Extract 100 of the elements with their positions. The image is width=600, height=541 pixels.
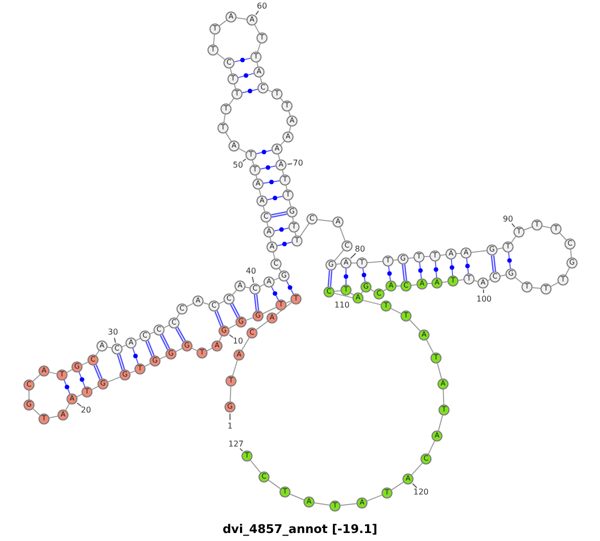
base-pair-line <box>450 258 454 276</box>
backbone-line <box>292 216 294 222</box>
base-pair-line <box>274 227 290 232</box>
backbone-line <box>334 292 382 306</box>
backbone-line <box>108 376 120 382</box>
position-number: 127 <box>228 440 244 448</box>
backbone-line <box>550 282 559 287</box>
base-pair-line <box>214 310 224 327</box>
backbone-line <box>225 132 232 142</box>
backbone-line <box>391 482 404 490</box>
position-number: 20 <box>80 406 92 414</box>
backbone-line <box>218 20 228 26</box>
backbone-line <box>244 286 250 288</box>
position-number: 10 <box>232 336 244 346</box>
base-pair-line <box>490 254 496 272</box>
base-pair-line <box>78 372 86 388</box>
backbone-line <box>409 320 421 332</box>
backbone-line <box>500 274 506 276</box>
backbone-line <box>470 250 488 253</box>
backbone-line <box>228 98 234 106</box>
position-number: 70 <box>292 158 304 168</box>
backbone-line <box>427 282 432 284</box>
base-pair-line <box>387 266 392 282</box>
position-number: 110 <box>334 300 350 310</box>
backbone-line <box>334 290 342 292</box>
base-pair-line <box>116 354 126 370</box>
base-pair-line <box>132 348 139 364</box>
backbone-line <box>262 206 266 212</box>
position-number: 90 <box>502 214 514 224</box>
base-pair-line <box>434 260 438 278</box>
backbone-line <box>48 372 58 374</box>
backbone-line <box>266 222 268 228</box>
backbone-line <box>256 174 258 180</box>
backbone-line <box>456 252 461 254</box>
backbone-line <box>241 337 250 351</box>
backbone-line <box>250 460 262 474</box>
backbone-line <box>270 236 272 242</box>
backbone-line <box>256 320 268 330</box>
backbone-line <box>276 302 292 316</box>
backbone-line <box>32 408 40 416</box>
base-pair-line <box>344 268 348 285</box>
backbone-line <box>411 462 423 476</box>
backbone-line <box>392 259 398 261</box>
backbone-line <box>408 257 414 259</box>
backbone-line <box>258 188 262 196</box>
backbone-line <box>366 494 382 502</box>
base-pair-line <box>93 364 103 380</box>
backbone-line <box>202 302 210 305</box>
base-pair-line <box>362 268 366 282</box>
base-pair-line <box>418 262 423 280</box>
base-pair-line <box>238 72 254 78</box>
backbone-line <box>223 114 226 124</box>
position-number: 1 <box>227 422 233 430</box>
backbone-line <box>82 362 88 366</box>
backbone-line <box>442 389 444 405</box>
position-number: 30 <box>108 328 118 336</box>
base-pair-line <box>145 340 155 357</box>
base-pair-line <box>230 303 240 318</box>
backbone-line <box>238 148 247 153</box>
base-pair-line <box>270 211 288 218</box>
backbone-line <box>213 34 215 46</box>
base-pair-line <box>271 286 279 301</box>
backbone-line <box>442 281 448 283</box>
base-pair-line <box>160 334 170 350</box>
backbone-line <box>559 232 567 240</box>
base-pair-line <box>276 242 292 246</box>
backbone-line <box>260 76 262 84</box>
base-pair-line <box>64 380 70 394</box>
backbone-line <box>438 414 444 432</box>
base-pair-line <box>266 196 284 200</box>
backbone-line <box>339 226 346 242</box>
backbone-line <box>532 287 542 289</box>
base-pair-line <box>402 264 408 282</box>
backbone-line <box>256 62 258 68</box>
backbone-line <box>48 416 58 418</box>
backbone-line <box>458 279 464 281</box>
backbone-line <box>232 360 238 376</box>
base-pair-line <box>507 252 512 270</box>
position-number: 120 <box>413 488 429 496</box>
base-pair-line <box>328 270 332 288</box>
base-pair-line <box>465 258 470 274</box>
backbone-line <box>236 17 248 20</box>
backbone-line <box>436 362 442 380</box>
backbone-line <box>230 386 232 402</box>
backbone-line <box>410 284 418 286</box>
backbone-line <box>216 52 226 60</box>
backbone-line <box>32 374 40 382</box>
backbone-line <box>565 267 570 276</box>
backbone-line <box>440 254 446 256</box>
backbone-line <box>426 339 434 354</box>
backbone-line <box>424 256 430 258</box>
position-number: 100 <box>476 294 492 304</box>
backbone-line <box>268 480 282 490</box>
position-number: 40 <box>246 266 256 276</box>
base-pair-line <box>234 58 252 62</box>
backbone-line <box>160 356 166 360</box>
backbone-line <box>514 276 524 284</box>
backbone-line <box>246 317 254 321</box>
backbone-line <box>176 313 180 319</box>
backbone-line <box>288 200 292 208</box>
